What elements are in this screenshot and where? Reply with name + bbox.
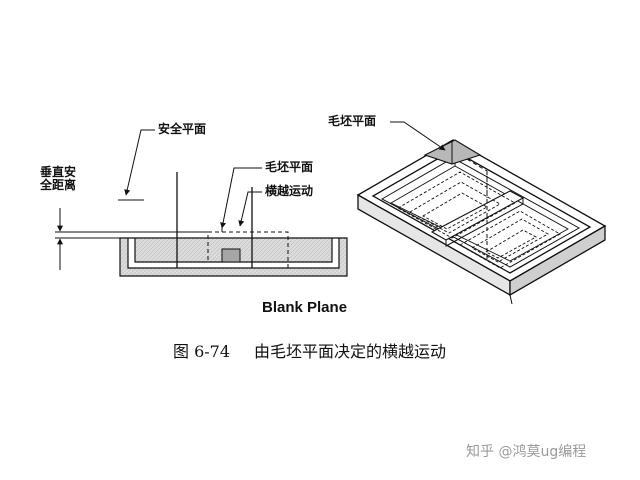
workpiece-boss — [221, 248, 241, 263]
leader-blank-plane-right — [390, 121, 446, 151]
pocket-inner — [380, 157, 581, 268]
label-vertical-safe-distance: 垂直安全距离 — [40, 165, 77, 192]
block-right-face — [509, 224, 606, 297]
leader-traverse — [238, 191, 262, 227]
center-rib — [430, 190, 525, 241]
label-blank-plane-left: 毛坯平面 — [265, 160, 314, 174]
label-traverse-move: 横越运动 — [265, 184, 314, 198]
leader-safe-plane — [124, 129, 155, 196]
figure-caption-number: 图 6-74 — [173, 342, 231, 361]
label-safe-plane: 安全平面 — [158, 122, 207, 136]
pocket-floor — [390, 165, 569, 262]
diagram-subtitle: Blank Plane — [262, 299, 348, 316]
isometric-diagram — [356, 121, 607, 305]
leader-blank-plane — [220, 167, 262, 229]
cross-section-diagram — [55, 129, 348, 277]
isometric-toolpaths — [397, 171, 561, 269]
label-blank-plane-right: 毛坯平面 — [328, 114, 377, 128]
watermark: 知乎 @鸿莫ug编程 — [466, 444, 587, 460]
figure-caption-text: 由毛坯平面决定的横越运动 — [254, 342, 447, 361]
